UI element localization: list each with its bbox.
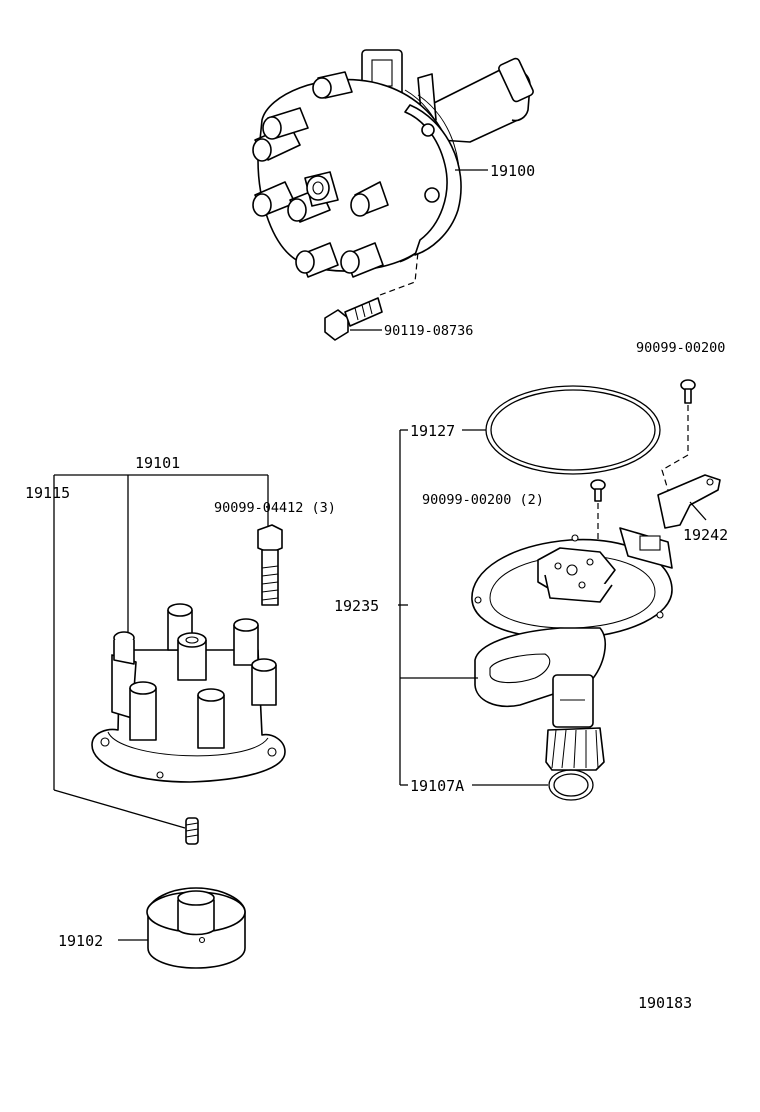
bolt-90119-08736 [324,251,419,341]
label-90099-00200-2: 90099-00200 (2) [422,492,544,508]
label-90119-08736: 90119-08736 [384,323,473,339]
label-19115: 19115 [25,484,70,502]
leader-lines-19101-19115 [53,474,269,829]
label-190183: 190183 [638,994,692,1012]
label-19127: 19127 [410,422,455,440]
label-19102: 19102 [58,932,103,950]
distributor-assembly [252,49,534,278]
label-19100: 19100 [490,162,535,180]
label-19101: 19101 [135,454,180,472]
o-ring-19127 [462,385,661,475]
label-19235: 19235 [334,597,379,615]
label-90099-00200-top: 90099-00200 [636,340,725,356]
screw-90099-00200-2 [590,479,606,545]
spring-19115 [185,817,199,845]
bracket-19242 [657,474,721,529]
bolt-90099-04412 [257,524,283,606]
label-19107a: 19107A [410,777,464,795]
o-ring-19107a [548,769,594,801]
part-number-labels: 19100 90119-08736 90099-00200 19127 1910… [25,162,728,1012]
distributor-terminal-towers [252,71,389,278]
label-19242: 19242 [683,526,728,544]
distributor-cap-19101 [91,603,286,783]
housing-19235 [398,429,673,786]
label-90099-04412: 90099-04412 (3) [214,500,336,516]
rotor-19102 [118,887,246,969]
screw-90099-00200-top [661,379,696,491]
